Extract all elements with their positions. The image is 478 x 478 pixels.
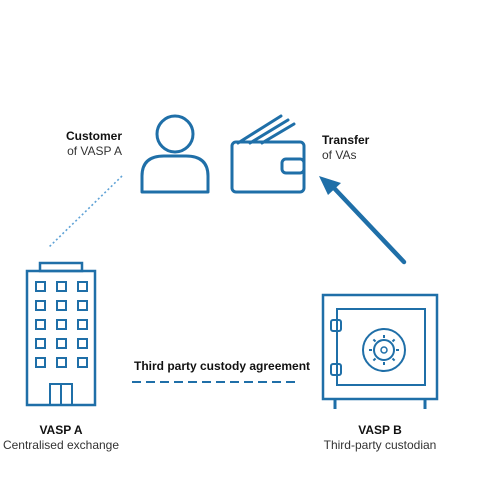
customer-subtitle: of VASP A xyxy=(67,144,122,158)
vasp-a-title: VASP A xyxy=(39,423,83,437)
customer-title: Customer xyxy=(65,129,122,143)
customer-label: Customer of VASP A xyxy=(50,129,122,159)
transfer-title: Transfer xyxy=(322,133,370,147)
user-icon xyxy=(140,114,210,194)
vasp-b-label: VASP B Third-party custodian xyxy=(318,423,442,453)
vasp-b-subtitle: Third-party custodian xyxy=(323,438,437,452)
transfer-arrow xyxy=(319,176,407,265)
vasp-a-label: VASP A Centralised exchange xyxy=(0,423,122,453)
vasp-a-subtitle: Centralised exchange xyxy=(2,438,120,452)
transfer-subtitle: of VAs xyxy=(322,148,357,162)
transfer-label: Transfer of VAs xyxy=(322,133,369,163)
agreement-label: Third party custody agreement xyxy=(134,359,310,374)
wallet-icon xyxy=(230,114,306,194)
vasp-b-title: VASP B xyxy=(358,423,402,437)
customer-vasp-a-dotted-connector xyxy=(47,175,123,249)
agreement-text: Third party custody agreement xyxy=(134,359,311,373)
office-building-icon xyxy=(25,261,97,407)
safe-vault-icon xyxy=(321,293,439,409)
